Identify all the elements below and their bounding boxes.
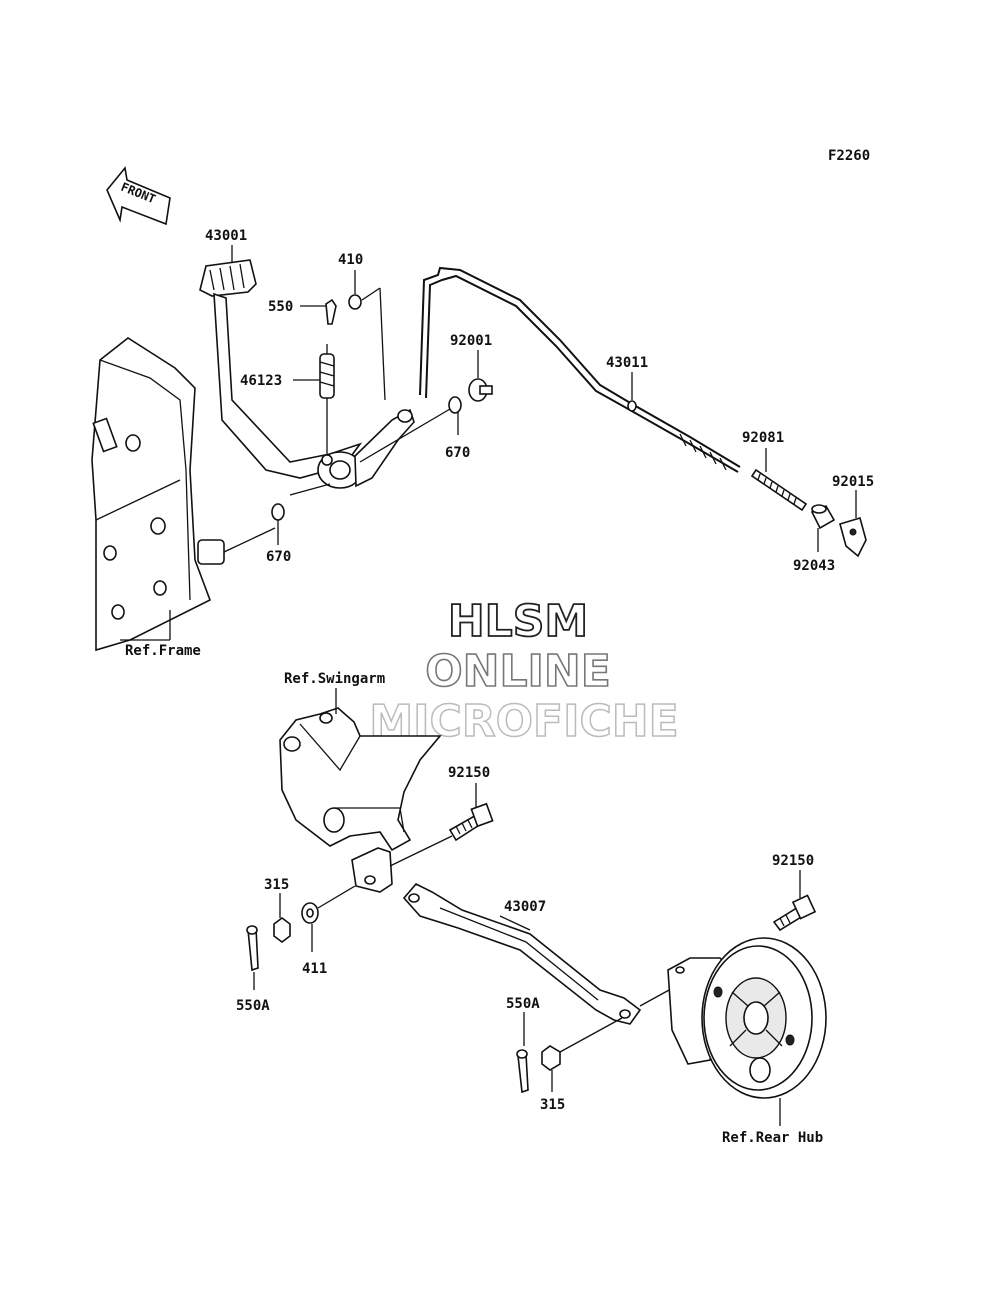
ref-rear-hub-label: Ref.Rear Hub — [722, 1130, 823, 1146]
part-label-550a-right: 550A — [506, 996, 540, 1012]
part-label-670-lower: 670 — [266, 549, 291, 565]
watermark: HLSM ONLINE MICROFICHE — [369, 595, 680, 748]
part-label-43011: 43011 — [606, 355, 648, 371]
tension-rod-43007 — [402, 883, 642, 1025]
bolt-92150-upper — [448, 802, 494, 842]
bolt-92150-right — [772, 894, 817, 932]
diagram-code: F2260 — [828, 148, 870, 164]
cotter-pin-550a-left — [246, 925, 259, 972]
part-label-410: 410 — [338, 252, 363, 268]
part-label-315-right: 315 — [540, 1097, 565, 1113]
part-label-315-left: 315 — [264, 877, 289, 893]
part-label-550a-left: 550A — [236, 998, 270, 1014]
brake-rod-43011 — [419, 266, 741, 473]
spring-46123 — [319, 344, 335, 466]
pin-92001 — [468, 378, 493, 402]
washer-670-lower — [271, 503, 285, 521]
part-label-670-upper: 670 — [445, 445, 470, 461]
part-label-46123: 46123 — [240, 373, 282, 389]
washer-410 — [348, 294, 362, 310]
spring-92081 — [750, 468, 808, 512]
cotter-pin-550a-right — [516, 1049, 529, 1094]
part-label-92150-upper: 92150 — [448, 765, 490, 781]
part-label-411: 411 — [302, 961, 327, 977]
svg-text:ONLINE: ONLINE — [425, 646, 611, 697]
collar-92043 — [810, 504, 836, 530]
frame-silhouette — [91, 337, 276, 652]
part-label-92001: 92001 — [450, 333, 492, 349]
part-label-92081: 92081 — [742, 430, 784, 446]
ref-frame-label: Ref.Frame — [125, 643, 201, 659]
front-arrow-icon: FRONT — [106, 166, 171, 226]
nut-315-right — [541, 1045, 561, 1071]
part-label-550: 550 — [268, 299, 293, 315]
svg-text:HLSM: HLSM — [448, 596, 588, 647]
part-label-92150-right: 92150 — [772, 853, 814, 869]
swingarm-silhouette — [279, 707, 442, 893]
part-label-92015: 92015 — [832, 474, 874, 490]
brake-pedal-43001 — [199, 259, 415, 496]
part-label-92043: 92043 — [793, 558, 835, 574]
washer-670-upper — [448, 396, 462, 414]
cotter-pin-550 — [325, 298, 337, 325]
part-label-43007: 43007 — [504, 899, 546, 915]
ref-swingarm-label: Ref.Swingarm — [284, 671, 385, 687]
part-label-43001: 43001 — [205, 228, 247, 244]
rear-hub-brake-panel — [667, 937, 827, 1099]
nut-315-left — [273, 917, 291, 943]
joint-92015 — [839, 516, 867, 558]
